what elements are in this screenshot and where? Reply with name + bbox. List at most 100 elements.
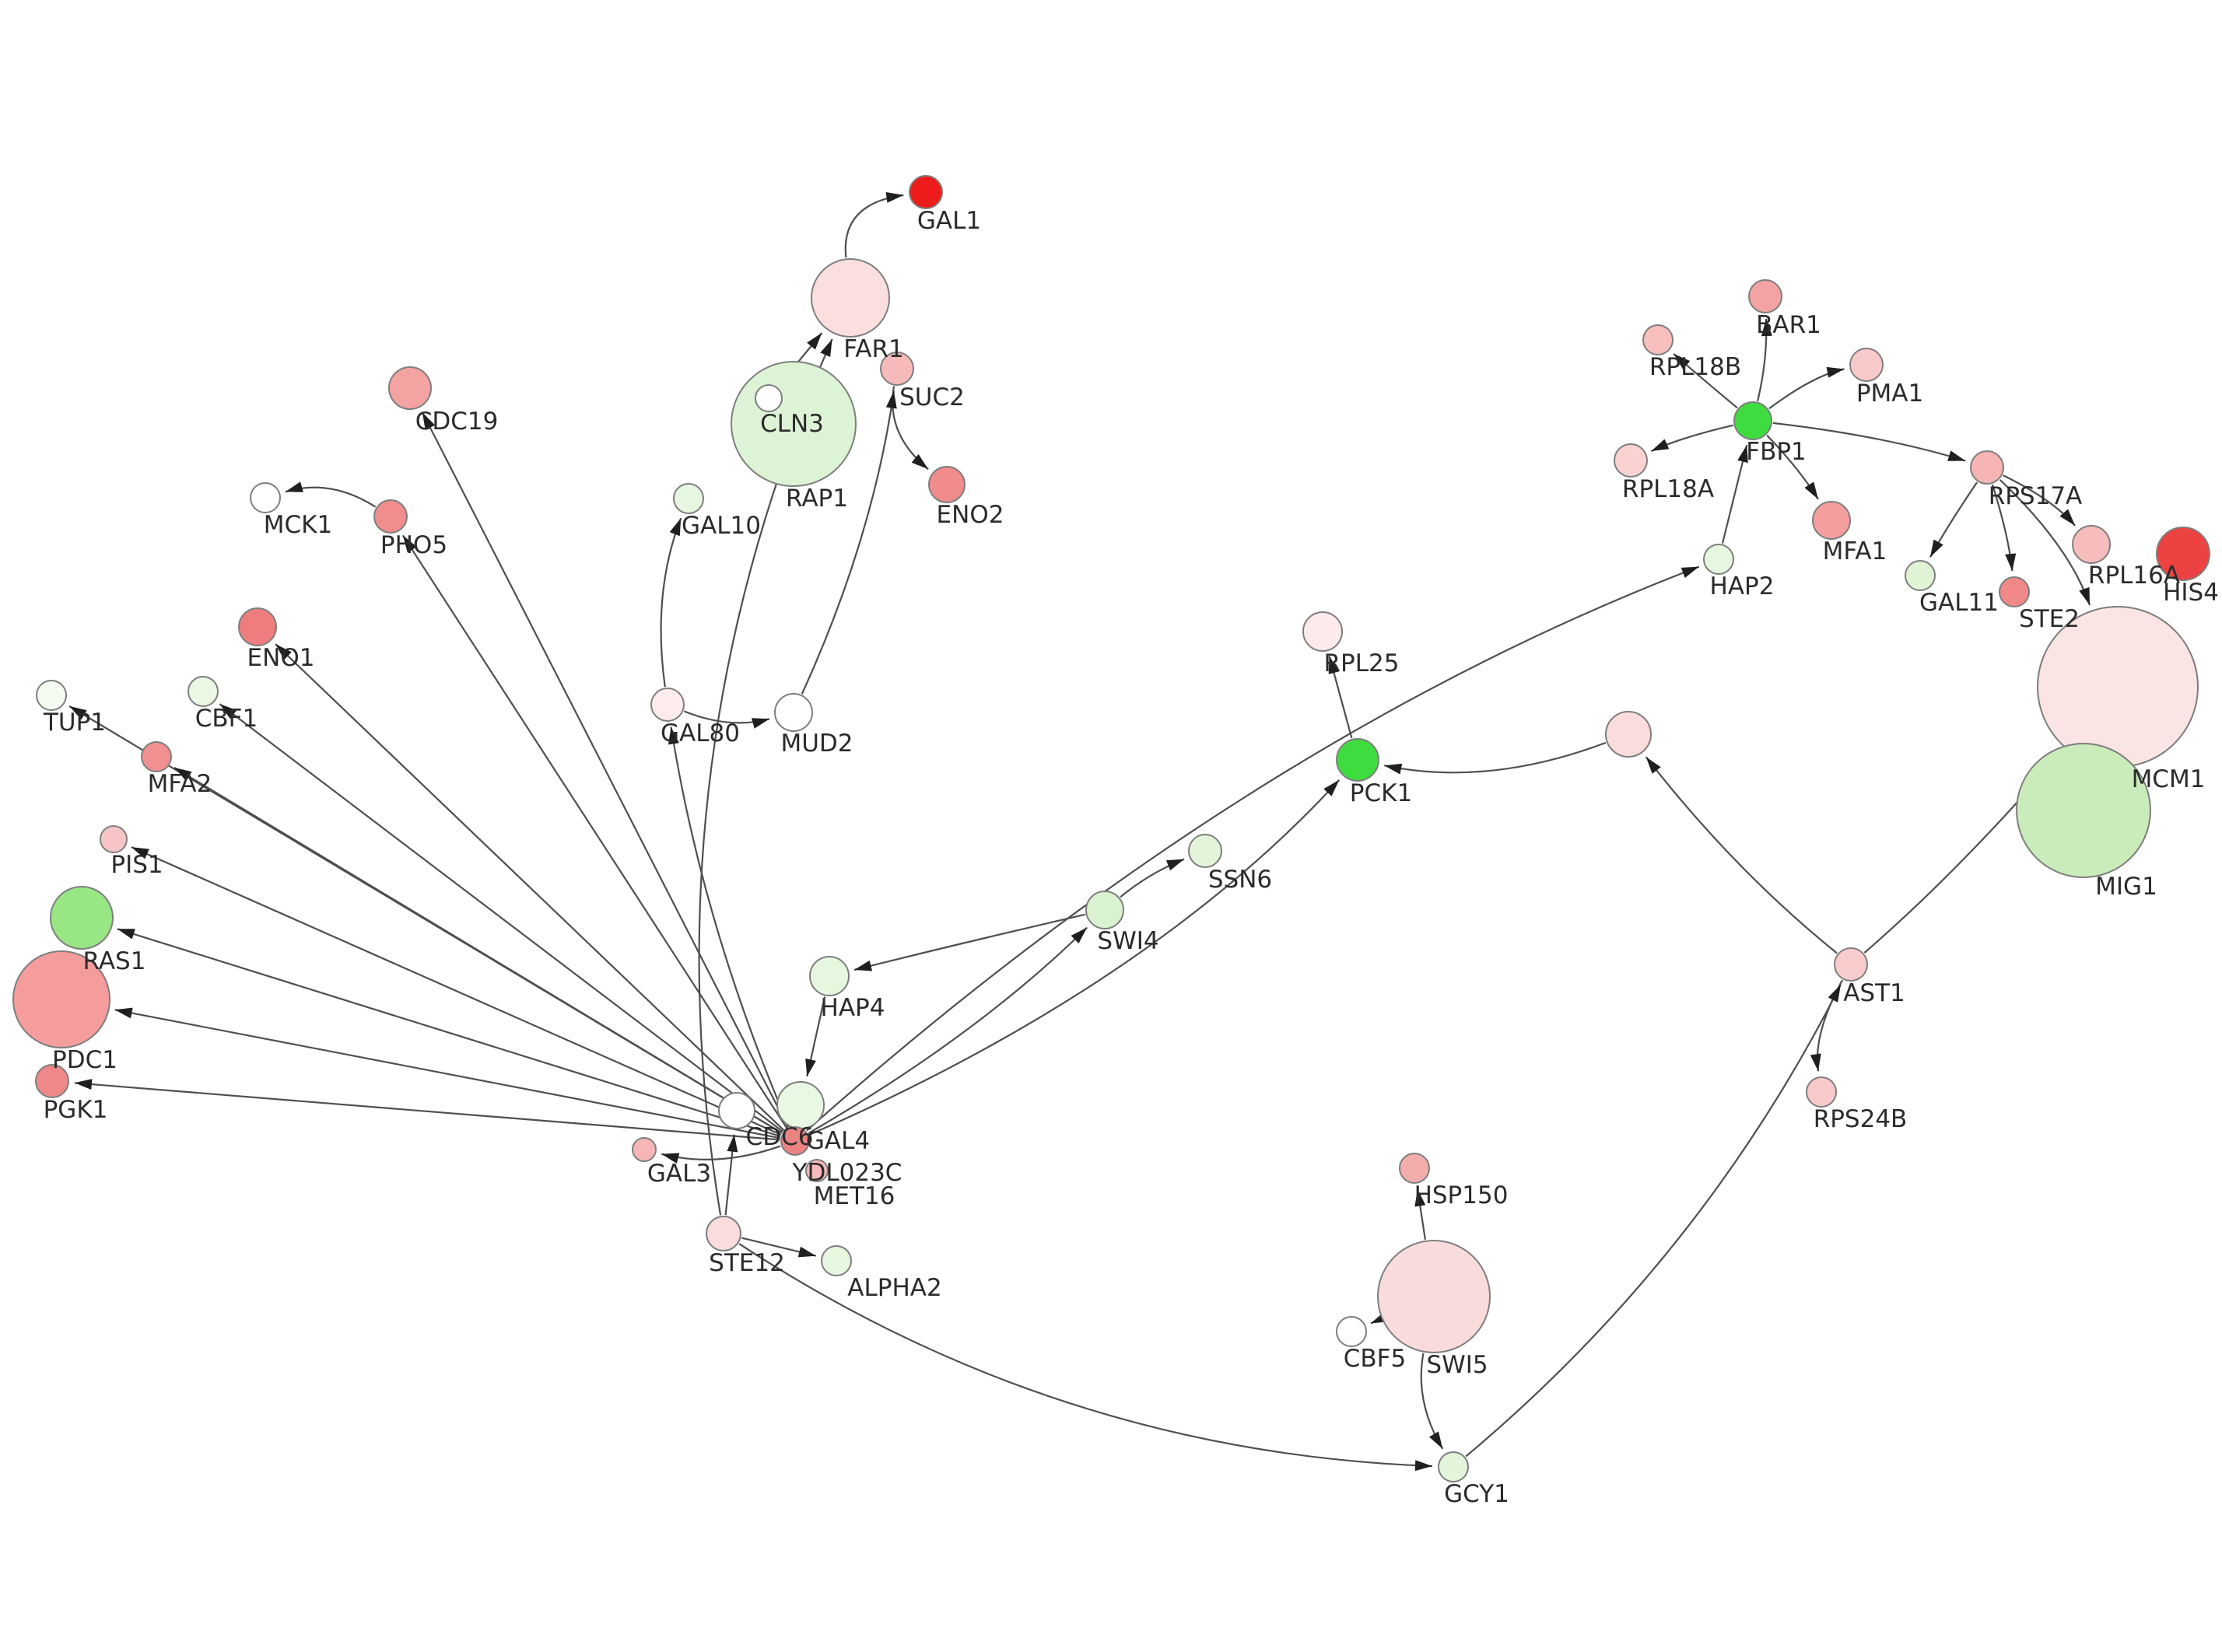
edge-fbp1-pma1[interactable] bbox=[1768, 366, 1845, 410]
node-PIS1[interactable] bbox=[100, 825, 128, 853]
node-ENO2[interactable] bbox=[928, 466, 966, 503]
node-label-GAL80: GAL80 bbox=[661, 719, 740, 747]
node-CDC19[interactable] bbox=[388, 366, 432, 410]
edge-swi4-ssn6[interactable] bbox=[1120, 858, 1185, 898]
edge-gcy1-ast1[interactable] bbox=[1465, 984, 1842, 1458]
edge-ast1-rps24b[interactable] bbox=[1810, 979, 1843, 1072]
node-MCK1[interactable] bbox=[250, 482, 281, 513]
node-MFA1[interactable] bbox=[1812, 501, 1851, 540]
node-ENO1[interactable] bbox=[238, 607, 277, 646]
edge-fbp1-rpl18b[interactable] bbox=[1673, 353, 1738, 409]
edge-far1-gal1[interactable] bbox=[844, 191, 904, 258]
node-RPL18A[interactable] bbox=[1614, 443, 1648, 478]
node-PGK1[interactable] bbox=[35, 1064, 69, 1098]
edge-pho5-mck1[interactable] bbox=[285, 481, 377, 508]
node-CDC6[interactable] bbox=[718, 1092, 755, 1129]
node-GAL80[interactable] bbox=[650, 688, 685, 722]
node-label-PGK1: PGK1 bbox=[44, 1096, 108, 1124]
edge-ast1-nodex[interactable] bbox=[1645, 756, 1838, 954]
edge-gal4-pis1[interactable] bbox=[131, 846, 782, 1136]
edge-swi5-hsp150[interactable] bbox=[1414, 1188, 1426, 1240]
node-MET16[interactable] bbox=[805, 1159, 829, 1182]
node-RPS24B[interactable] bbox=[1806, 1076, 1837, 1108]
node-RPL16A[interactable] bbox=[2072, 525, 2111, 564]
node-PCK1[interactable] bbox=[1336, 738, 1379, 782]
node-nodex[interactable] bbox=[1605, 711, 1652, 758]
node-RPL25[interactable] bbox=[1302, 611, 1343, 652]
node-CBF5[interactable] bbox=[1336, 1316, 1367, 1347]
node-GAL11[interactable] bbox=[1905, 560, 1936, 591]
edge-rps17a-rpl16a[interactable] bbox=[2003, 474, 2076, 527]
node-GAL3[interactable] bbox=[632, 1137, 657, 1162]
node-PHO5[interactable] bbox=[373, 499, 408, 534]
edge-gal4-swi4[interactable] bbox=[808, 926, 1088, 1134]
node-GAL4[interactable] bbox=[780, 1126, 810, 1156]
node-MUD2[interactable] bbox=[774, 693, 813, 732]
edge-ste12-alpha2[interactable] bbox=[741, 1237, 817, 1258]
edge-ste12-cdc6[interactable] bbox=[724, 1134, 738, 1216]
edge-gal4-cbf1[interactable] bbox=[219, 703, 783, 1132]
node-GAL10[interactable] bbox=[673, 483, 704, 514]
node-STE2[interactable] bbox=[1999, 576, 2030, 607]
node-CBF1[interactable] bbox=[188, 676, 219, 707]
edge-gal4-cdc19[interactable] bbox=[421, 411, 789, 1128]
edge-fbp1-rps17a[interactable] bbox=[1772, 422, 1966, 462]
edge-gal4-hap2[interactable] bbox=[806, 565, 1700, 1132]
node-FAR1[interactable] bbox=[811, 258, 890, 338]
edge-nodex-pck1[interactable] bbox=[1384, 741, 1607, 775]
node-RPS17A[interactable] bbox=[1970, 450, 2004, 485]
edge-gal4-mfa2[interactable] bbox=[173, 766, 783, 1134]
node-FBP1[interactable] bbox=[1733, 401, 1772, 440]
node-SWI5[interactable] bbox=[1377, 1240, 1491, 1353]
edge-rps17a-ste2[interactable] bbox=[1991, 484, 2017, 572]
edge-gal4-ras1[interactable] bbox=[117, 928, 781, 1138]
edge-rps17a-gal11[interactable] bbox=[1929, 481, 1978, 558]
edge-ste12-gcy1[interactable] bbox=[738, 1243, 1433, 1472]
edge-fbp1-mfa1[interactable] bbox=[1766, 434, 1819, 500]
node-CLN3[interactable] bbox=[755, 384, 783, 412]
edge-swi5-gcy1[interactable] bbox=[1420, 1353, 1444, 1450]
node-GAL1[interactable] bbox=[909, 175, 943, 209]
node-ALPHA2[interactable] bbox=[821, 1245, 852, 1276]
edge-fbp1-rpl18a[interactable] bbox=[1650, 424, 1733, 453]
node-RAS1[interactable] bbox=[50, 886, 114, 950]
edge-pck1-rpl25[interactable] bbox=[1328, 656, 1353, 739]
node-AST1[interactable] bbox=[1834, 947, 1868, 982]
edge-gal4-pho5[interactable] bbox=[401, 534, 788, 1129]
node-SSN6[interactable] bbox=[1188, 834, 1222, 868]
node-BAR1[interactable] bbox=[1748, 279, 1782, 313]
edge-gal4-gal3[interactable] bbox=[661, 1145, 781, 1164]
edge-mud2-suc2[interactable] bbox=[801, 390, 897, 695]
node-label-PMA1: PMA1 bbox=[1856, 380, 1923, 408]
node-RPL18B[interactable] bbox=[1642, 324, 1674, 355]
edge-gal4-eno1[interactable] bbox=[275, 643, 785, 1131]
node-HIS4[interactable] bbox=[2156, 527, 2210, 581]
edge-swi4-hap4[interactable] bbox=[853, 913, 1085, 971]
edge-gal80-gal10[interactable] bbox=[660, 517, 682, 688]
edge-gal4-gal80[interactable] bbox=[668, 726, 790, 1128]
node-HAP2[interactable] bbox=[1703, 544, 1734, 575]
node-GCY1[interactable] bbox=[1438, 1451, 1469, 1482]
node-MFA2[interactable] bbox=[141, 741, 172, 772]
node-label-STE2: STE2 bbox=[2019, 605, 2080, 633]
node-YDL023C[interactable] bbox=[776, 1081, 825, 1129]
node-PMA1[interactable] bbox=[1849, 348, 1884, 382]
node-PDC1[interactable] bbox=[12, 950, 110, 1048]
node-STE12[interactable] bbox=[706, 1216, 741, 1251]
edge-gal4-pgk1[interactable] bbox=[74, 1079, 780, 1141]
edge-hap2-fbp1[interactable] bbox=[1721, 444, 1748, 544]
node-MIG1[interactable] bbox=[2016, 743, 2151, 878]
edge-rps17a-mcm1[interactable] bbox=[1999, 479, 2091, 606]
node-SUC2[interactable] bbox=[880, 352, 914, 386]
node-HAP4[interactable] bbox=[809, 956, 850, 996]
edge-hap4-ydl023c[interactable] bbox=[805, 996, 826, 1077]
node-SWI4[interactable] bbox=[1085, 891, 1124, 929]
edge-gal4-pck1[interactable] bbox=[808, 779, 1341, 1136]
edge-gal4-pdc1[interactable] bbox=[114, 1007, 780, 1139]
node-HSP150[interactable] bbox=[1399, 1153, 1430, 1184]
edge-fbp1-bar1[interactable] bbox=[1757, 318, 1772, 401]
edge-gal80-mud2[interactable] bbox=[683, 710, 770, 729]
node-TUP1[interactable] bbox=[36, 680, 67, 711]
node-label-SWI4: SWI4 bbox=[1097, 927, 1158, 955]
